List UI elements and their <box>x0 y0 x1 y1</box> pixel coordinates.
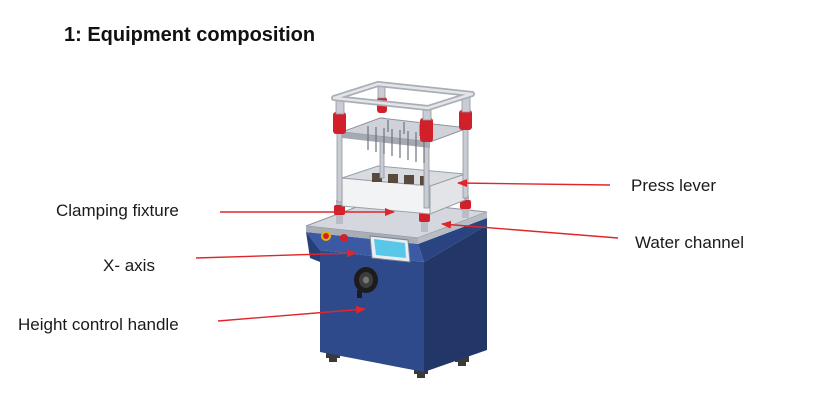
label-height-control-handle: Height control handle <box>18 315 179 334</box>
clamping-fixture <box>341 165 466 215</box>
label-clamping-fixture: Clamping fixture <box>56 201 179 220</box>
handwheel-icon <box>354 267 378 298</box>
control-panel <box>321 231 411 263</box>
arrow-height-control-handle <box>217 305 366 322</box>
touch-screen-icon <box>374 239 406 258</box>
start-button-icon <box>340 234 348 242</box>
label-water-channel: Water channel <box>635 233 744 252</box>
top-frame <box>331 81 475 121</box>
label-x-axis: X- axis <box>103 256 155 275</box>
callout-arrows <box>195 179 619 322</box>
arrow-press-lever <box>457 179 611 188</box>
page-title: 1: Equipment composition <box>64 24 316 46</box>
label-press-lever: Press lever <box>631 176 717 195</box>
arrow-x-axis <box>195 249 357 259</box>
press-plate <box>341 117 469 163</box>
arrow-water-channel <box>441 220 619 239</box>
machine-illustration <box>305 81 488 378</box>
